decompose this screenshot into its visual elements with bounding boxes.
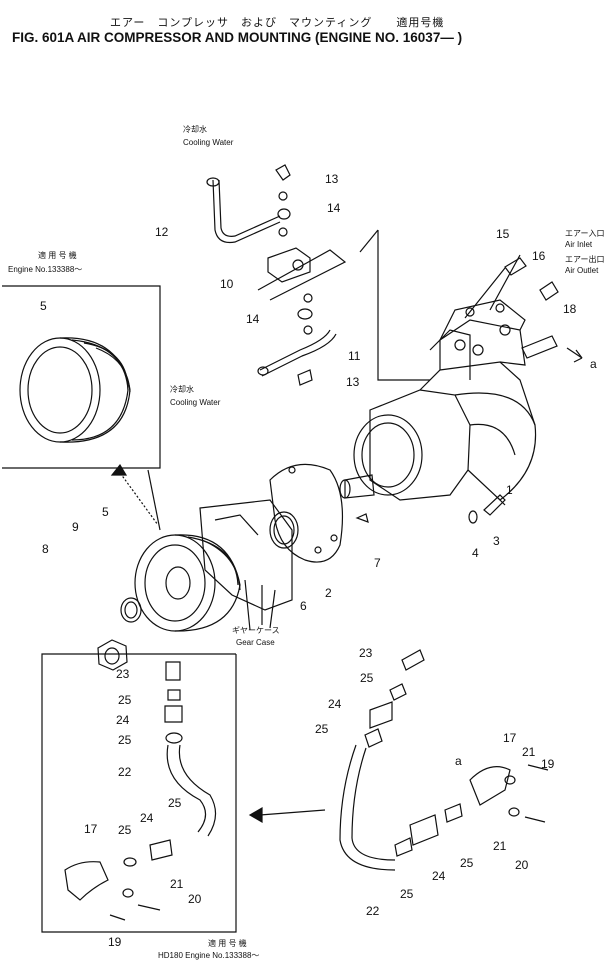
gear-case-jp: ギヤーケース [232, 626, 280, 635]
part-number: 25 [400, 887, 414, 901]
cooling-pipes-drawing [206, 164, 337, 386]
part-number: 22 [118, 765, 132, 779]
hose-group-drawing [248, 649, 549, 871]
part-number: 24 [140, 811, 154, 825]
part-number: 5 [102, 505, 109, 519]
cooling-water-mid-en: Cooling Water [170, 398, 221, 407]
gear-case-en: Gear Case [236, 638, 275, 647]
key-drawing [355, 513, 369, 523]
air-outlet-jp: エアー出口 [565, 254, 605, 264]
part-number: 6 [300, 599, 307, 613]
fittings-inlet-outlet [504, 257, 583, 363]
part-number: 21 [170, 877, 184, 891]
cooling-water-mid-jp: 冷却水 [170, 384, 194, 394]
part-number: 17 [84, 822, 98, 836]
part-number: 11 [348, 349, 361, 363]
part-number: 25 [460, 856, 474, 870]
part-number: 7 [374, 556, 381, 570]
part-number: 10 [220, 277, 234, 291]
pulley-drawing [19, 337, 131, 443]
part-number: 15 [496, 227, 510, 241]
part-number: 24 [116, 713, 130, 727]
part-number: 8 [42, 542, 49, 556]
part-number: 20 [188, 892, 202, 906]
part-number: 14 [246, 312, 260, 326]
compressor-body-drawing [339, 299, 537, 501]
figure-title: FIG. 601A AIR COMPRESSOR AND MOUNTING (E… [12, 30, 463, 45]
gasket-drawing [269, 463, 344, 563]
part-number: 13 [346, 375, 360, 389]
inset-top-engine: Engine No.133388〜 [8, 265, 82, 274]
title-japanese: エアー コンプレッサ および マウンティング 適用号機 [110, 16, 445, 29]
inset-top-applicable-jp: 適 用 号 機 [38, 250, 77, 260]
part-number: 4 [472, 546, 479, 560]
inset-bottom-drawing [64, 661, 217, 921]
cooling-water-top-jp: 冷却水 [183, 124, 207, 134]
part-number: 25 [315, 722, 329, 736]
ref-a-bracket: a [455, 754, 462, 768]
part-number: 9 [72, 520, 79, 534]
part-number: 23 [116, 667, 130, 681]
part-number: 25 [118, 733, 132, 747]
part-number: 14 [327, 201, 341, 215]
part-number: 19 [541, 757, 555, 771]
inset-bottom-applicable-jp: 適 用 号 機 [208, 938, 247, 948]
part-number: 19 [108, 935, 122, 949]
part-number: 13 [325, 172, 339, 186]
part-number: 21 [493, 839, 507, 853]
nut-washer-drawing [97, 597, 142, 671]
ref-a-compressor: a [590, 357, 597, 371]
part-number: 12 [155, 225, 169, 239]
part-number: 1 [506, 483, 513, 497]
part-number: 20 [515, 858, 529, 872]
part-number: 17 [503, 731, 517, 745]
part-number: 3 [493, 534, 500, 548]
part-number: 5 [40, 299, 47, 313]
part-number: 16 [532, 249, 546, 263]
part-number: 18 [563, 302, 577, 316]
part-number: 25 [118, 823, 132, 837]
cooling-water-top-en: Cooling Water [183, 138, 234, 147]
part-number: 25 [168, 796, 182, 810]
pulley-main-drawing [134, 534, 241, 632]
inset-top-left [2, 285, 161, 469]
gear-case-drawing [199, 499, 293, 631]
air-inlet-jp: エアー入口 [565, 229, 605, 238]
part-number: 25 [118, 693, 132, 707]
part-number: 22 [366, 904, 380, 918]
part-number: 21 [522, 745, 536, 759]
inset-bottom-engine: HD180 Engine No.133388〜 [158, 951, 259, 960]
part-number: 24 [432, 869, 446, 883]
air-inlet-en: Air Inlet [565, 240, 593, 249]
bolt-washer-drawing [468, 494, 506, 524]
part-number: 25 [360, 671, 374, 685]
leader-lines [110, 229, 521, 531]
air-outlet-en: Air Outlet [565, 266, 599, 275]
part-number: 24 [328, 697, 342, 711]
inset-bottom-left-frame [41, 653, 237, 933]
part-number: 2 [325, 586, 332, 600]
part-number: 23 [359, 646, 373, 660]
